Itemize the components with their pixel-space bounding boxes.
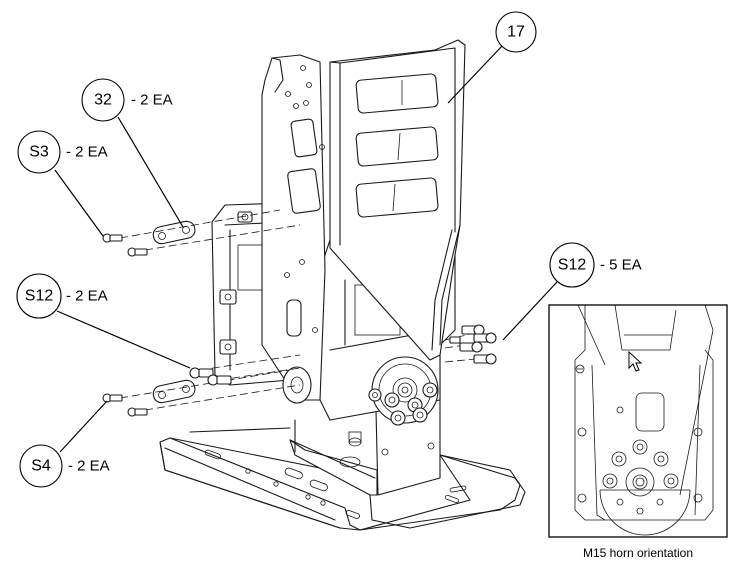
leader-lines: [54, 44, 558, 453]
callout-32: 32 - 2 EA: [81, 78, 173, 122]
base-plate: [159, 427, 526, 531]
bracket-17: [261, 39, 466, 404]
callout-s3: S3 - 2 EA: [17, 130, 108, 174]
callout-s12-left-label: S12: [25, 288, 54, 305]
callout-s4-label: S4: [31, 458, 51, 475]
callout-32-qty: - 2 EA: [131, 92, 173, 109]
screws-s4: [102, 393, 148, 417]
callout-s3-label: S3: [29, 144, 49, 161]
callout-32-label: 32: [94, 92, 112, 109]
cursor-icon: [628, 350, 643, 372]
screws-s3: [102, 233, 148, 257]
callout-s12-left-qty: - 2 EA: [66, 288, 108, 305]
spacer-32-upper: [152, 220, 196, 245]
callout-s4-qty: - 2 EA: [68, 458, 110, 475]
callout-17-label: 17: [507, 24, 525, 41]
callout-17: 17: [495, 11, 537, 53]
callout-s12-left: S12 - 2 EA: [16, 273, 108, 319]
inset-horn-orientation: M15 horn orientation: [548, 304, 728, 560]
assembly-lines: [119, 209, 486, 411]
inset-caption: M15 horn orientation: [583, 546, 693, 560]
callout-s12-right-label: S12: [558, 257, 587, 274]
screws-s12-left: [189, 367, 232, 386]
callout-s12-right-qty: - 5 EA: [600, 257, 642, 274]
spacer-32-lower: [152, 379, 196, 404]
screws-s12-right: [449, 324, 497, 365]
callout-s4: S4 - 2 EA: [19, 444, 110, 488]
callout-s12-right: S12 - 5 EA: [549, 242, 642, 288]
callout-s3-qty: - 2 EA: [66, 144, 108, 161]
